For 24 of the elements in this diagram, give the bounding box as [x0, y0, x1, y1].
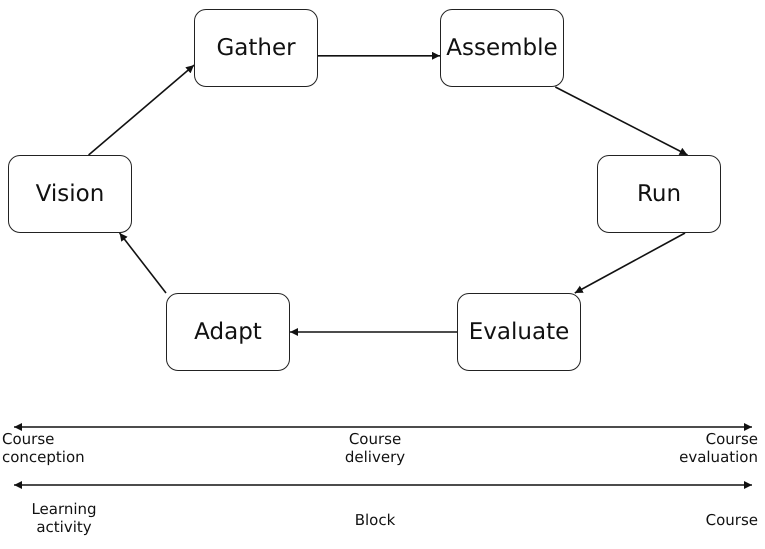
arrow — [118, 232, 167, 294]
process-box — [8, 155, 132, 233]
process-box — [457, 293, 581, 371]
process-box — [597, 155, 721, 233]
scale-label: Course — [704, 511, 758, 529]
arrow — [318, 52, 440, 60]
arrow — [554, 86, 688, 156]
process-box — [440, 9, 564, 87]
process-box — [166, 293, 290, 371]
arrow — [290, 328, 457, 336]
scale-label: Block — [354, 511, 396, 529]
process-box — [194, 9, 318, 87]
node-label: Gather — [216, 35, 296, 61]
scale-label: Course conception — [2, 430, 86, 466]
scale-label: Course delivery — [344, 430, 406, 466]
node-label: Evaluate — [468, 319, 570, 345]
arrow — [574, 232, 686, 294]
node-label: Assemble — [446, 35, 558, 61]
node-label: Vision — [36, 181, 104, 207]
node-label: Run — [636, 181, 682, 207]
scale-label: Learning activity — [30, 500, 98, 536]
node-label: Adapt — [194, 319, 262, 345]
arrow — [88, 64, 195, 156]
scale-label: Course evaluation — [678, 430, 758, 466]
